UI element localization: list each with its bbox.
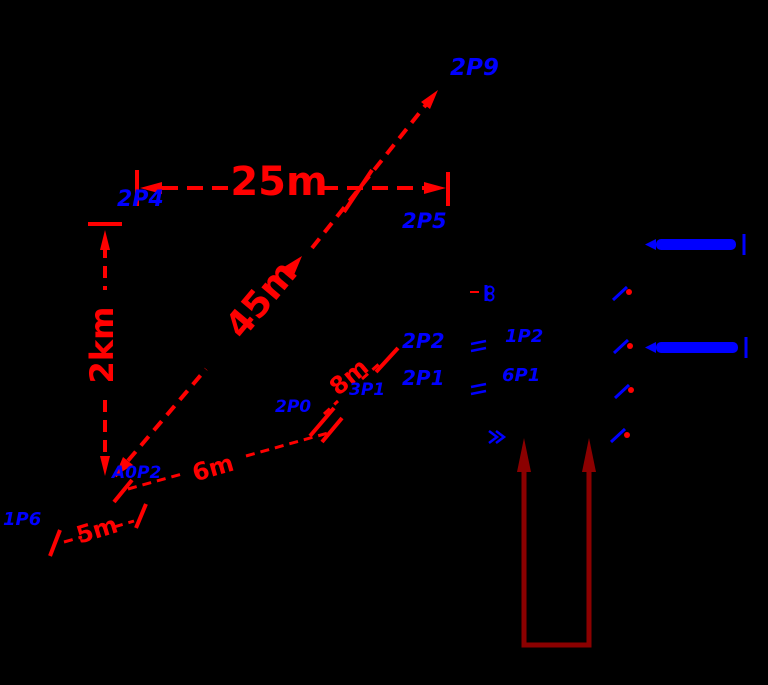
point-label-6p1: 6P1 (502, 365, 541, 386)
marker-icon (609, 427, 630, 444)
diagonal-leader-line (113, 90, 438, 478)
dimension-line-2km (88, 222, 122, 476)
dimension-value-25m: 25m (230, 159, 328, 205)
point-label-2p9: 2P9 (450, 55, 499, 81)
dimension-line-25m (135, 170, 450, 206)
marker-icon (470, 285, 495, 302)
point-label-a0p2: A0P2 (112, 463, 162, 483)
signal-bar-lower (645, 337, 748, 358)
dimension-line-6m (112, 416, 344, 504)
point-label-2p0: 2P0 (275, 397, 312, 417)
marker-icon (611, 285, 632, 302)
dimension-line-5m (48, 503, 148, 557)
point-label-2p5: 2P5 (402, 209, 447, 233)
marker-icon (612, 338, 633, 355)
point-label-1p6: 1P6 (3, 509, 42, 530)
point-label-1p2: 1P2 (505, 326, 544, 347)
dimension-value-2km: 2km (83, 306, 121, 384)
point-label-2p4: 2P4 (117, 187, 164, 212)
marker-icon (470, 382, 487, 396)
point-label-2p2: 2P2 (402, 329, 445, 353)
point-label-2p1: 2P1 (402, 366, 445, 390)
signal-bar-upper (645, 234, 746, 255)
marker-icon (488, 430, 507, 444)
point-label-3p1: 3P1 (349, 380, 386, 400)
marker-icon (613, 383, 634, 400)
dimension-line-8m (308, 346, 400, 438)
return-path-arrows (517, 438, 596, 648)
marker-icon (470, 339, 487, 353)
